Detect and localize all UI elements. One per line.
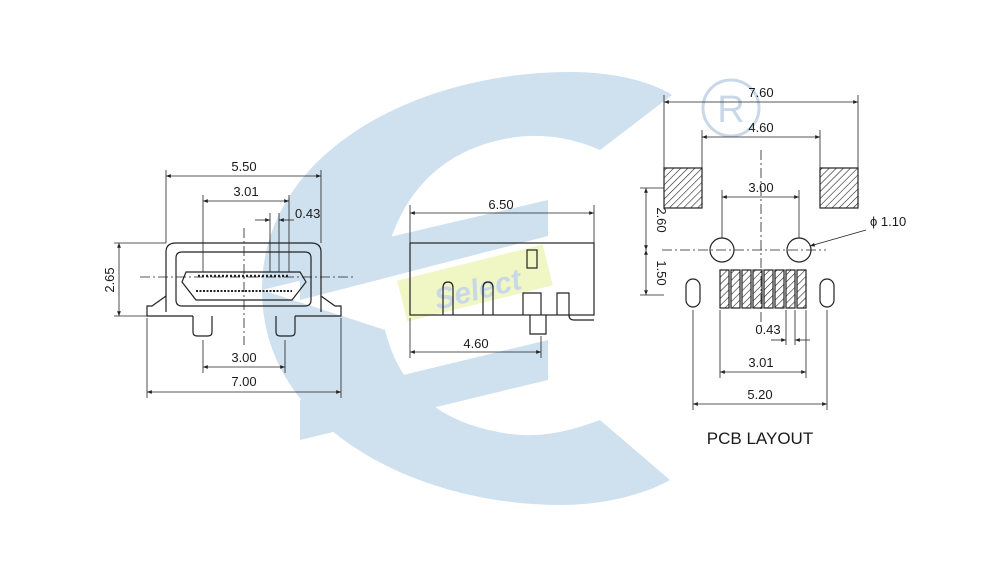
side-lead-to-post: 4.60 [463, 336, 488, 351]
left-flange [146, 295, 193, 317]
front-view [114, 170, 356, 398]
watermark-swoosh-bar [300, 200, 548, 300]
watermark: Select R [262, 72, 761, 505]
pcb-layout-title: PCB LAYOUT [707, 429, 813, 448]
side-length: 6.50 [488, 197, 513, 212]
front-leg-spacing: 3.00 [231, 350, 256, 365]
pcb-pin-span: 3.01 [748, 355, 773, 370]
pcb-hole-spacing: 3.00 [748, 180, 773, 195]
side-lead-left [442, 281, 454, 315]
front-height: 2.65 [102, 267, 117, 292]
watermark-swoosh-top [262, 72, 672, 290]
right-flange [295, 295, 342, 317]
side-lead-right [482, 281, 494, 315]
connector-mouth [181, 271, 307, 301]
right-leg [275, 316, 296, 337]
pcb-pad-right [819, 167, 859, 209]
pcb-layout [640, 95, 867, 410]
pcb-slot-left [685, 278, 701, 308]
side-post [522, 292, 542, 315]
side-body [409, 242, 595, 316]
pcb-pad-to-hole: 2.60 [654, 207, 669, 232]
front-overall-width: 7.00 [231, 374, 256, 389]
side-window [526, 249, 538, 269]
pcb-slot-span: 5.20 [747, 387, 772, 402]
left-leg [192, 316, 213, 337]
pcb-pad-span-outer: 7.60 [748, 85, 773, 100]
side-view [409, 205, 595, 358]
front-pin-pitch: 0.43 [295, 206, 320, 221]
front-width-outer: 5.50 [231, 159, 256, 174]
connector-shell-outer [165, 242, 322, 312]
registered-mark-letter: R [717, 89, 744, 131]
watermark-swoosh-lowbar [300, 340, 548, 440]
pcb-hole-diameter: ϕ 1.10 [870, 214, 906, 229]
watermark-swoosh-bottom [262, 290, 670, 505]
pcb-pin-pitch: 0.43 [755, 322, 780, 337]
pcb-pad-left [663, 167, 703, 209]
side-post-foot [529, 315, 547, 335]
pcb-slot-right [819, 278, 835, 308]
front-width-inner: 3.01 [233, 184, 258, 199]
side-clip [556, 292, 594, 321]
watermark-brand-band [397, 244, 553, 322]
pcb-pad-span-inner: 4.60 [748, 120, 773, 135]
pcb-pin-pads [719, 269, 807, 309]
pcb-hole-to-pins: 1.50 [654, 260, 669, 285]
connector-shell-inner [175, 251, 312, 307]
